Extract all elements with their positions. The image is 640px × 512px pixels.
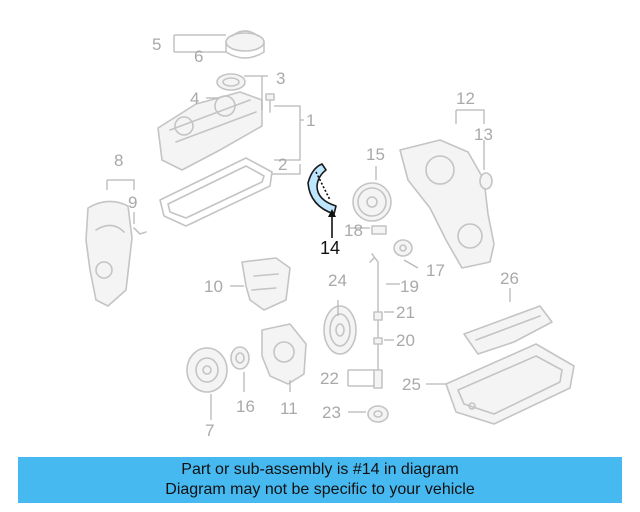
callout-20: 20 bbox=[396, 331, 415, 350]
crankshaft-gear-part bbox=[230, 346, 250, 370]
flywheel-plate-part bbox=[323, 305, 357, 355]
timing-belt-part-highlighted bbox=[307, 163, 337, 215]
parts-diagram: 5 6 3 4 1 2 8 9 12 13 15 14 18 17 10 24 … bbox=[85, 30, 575, 440]
callout-22: 22 bbox=[320, 369, 339, 388]
oil-pump-cover-part bbox=[261, 323, 307, 385]
callout-3: 3 bbox=[276, 69, 285, 88]
callout-21: 21 bbox=[396, 303, 415, 322]
caption-line-1: Part or sub-assembly is #14 in diagram bbox=[181, 461, 459, 478]
callout-9: 9 bbox=[128, 193, 137, 212]
rear-timing-cover-part bbox=[399, 139, 495, 269]
callout-18: 18 bbox=[344, 221, 363, 240]
callout-13: 13 bbox=[474, 125, 493, 144]
seal-ring-part bbox=[216, 73, 246, 91]
callout-11: 11 bbox=[280, 399, 298, 418]
arrow-14 bbox=[328, 209, 336, 217]
oil-pan-part bbox=[445, 343, 575, 425]
engine-bracket-part bbox=[241, 257, 291, 311]
idler-pulley-part bbox=[393, 239, 413, 257]
clip-part bbox=[133, 227, 147, 235]
oil-filler-cap-part bbox=[225, 30, 265, 59]
crankshaft-pulley-part bbox=[186, 347, 228, 393]
leader-lines bbox=[106, 34, 511, 420]
callout-17: 17 bbox=[426, 261, 445, 280]
sensor-part bbox=[367, 405, 389, 423]
valve-cover-part bbox=[157, 91, 263, 171]
caption-bar: Part or sub-assembly is #14 in diagram D… bbox=[18, 457, 622, 503]
callout-15: 15 bbox=[366, 145, 385, 164]
callout-7: 7 bbox=[205, 421, 214, 440]
bolt-part bbox=[265, 93, 275, 113]
callout-8: 8 bbox=[114, 151, 123, 170]
caption-line-2: Diagram may not be specific to your vehi… bbox=[165, 481, 475, 498]
callout-10: 10 bbox=[204, 277, 223, 296]
callout-24: 24 bbox=[328, 271, 347, 290]
tensioner-bolt-part bbox=[371, 225, 387, 235]
oil-pan-baffle-part bbox=[463, 305, 553, 355]
plug-part bbox=[479, 172, 493, 190]
callout-26: 26 bbox=[500, 269, 519, 288]
dipstick-tube-part bbox=[369, 253, 383, 389]
callout-23: 23 bbox=[322, 403, 341, 422]
timing-cover-part bbox=[85, 200, 133, 307]
callout-6: 6 bbox=[194, 47, 203, 66]
callout-14: 14 bbox=[320, 238, 340, 258]
callout-12: 12 bbox=[456, 89, 475, 108]
callout-5: 5 bbox=[152, 35, 161, 54]
callout-25: 25 bbox=[402, 375, 421, 394]
callout-1: 1 bbox=[306, 111, 315, 130]
callout-19: 19 bbox=[400, 277, 419, 296]
valve-cover-gasket-part bbox=[159, 157, 273, 227]
camshaft-gear-part bbox=[352, 182, 392, 222]
callout-4: 4 bbox=[190, 89, 199, 108]
callout-16: 16 bbox=[236, 397, 255, 416]
callout-2: 2 bbox=[278, 155, 287, 174]
